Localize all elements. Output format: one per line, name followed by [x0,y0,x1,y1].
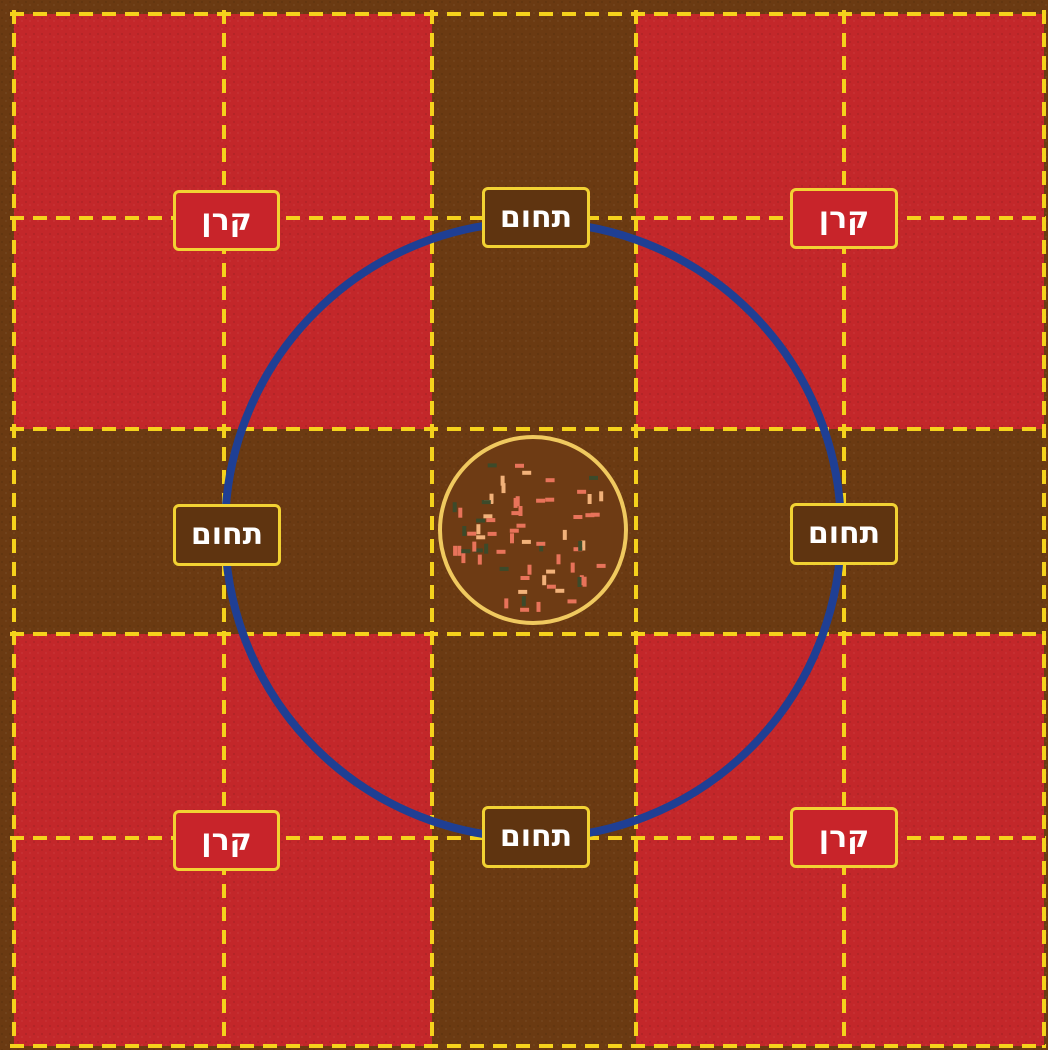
house-mark [521,576,530,580]
house-mark [537,602,541,612]
house-mark [476,535,485,539]
house-mark [453,502,457,512]
house-mark [522,471,531,475]
house-mark [478,555,482,565]
house-mark [546,478,555,482]
house-mark [573,515,582,519]
edge-label-bottom: תחום [482,806,590,868]
house-mark [467,532,476,536]
house-mark [504,598,508,608]
house-mark [546,570,555,574]
house-mark [482,500,491,504]
house-mark [486,518,495,522]
house-mark [453,546,457,556]
house-mark [571,563,575,573]
house-mark [545,498,554,502]
house-mark [588,494,592,504]
house-mark [461,553,465,563]
house-mark [510,533,514,543]
house-mark [488,532,497,536]
edge-label-top: תחום [482,187,590,248]
house-mark [502,483,506,493]
house-mark [563,530,567,540]
house-mark [577,490,586,494]
house-mark [542,575,546,585]
house-mark [476,519,485,523]
house-mark [536,499,545,503]
house-mark [500,567,509,571]
house-mark [517,524,526,528]
corner-label-top-left: קרן [173,190,280,251]
corner-label-bottom-right: קרן [790,807,898,868]
house-mark [528,565,532,575]
house-mark [547,585,556,589]
house-mark [484,544,488,554]
house-mark [472,542,476,552]
corner-label-bottom-left: קרן [173,810,280,871]
house-mark [557,554,561,564]
house-mark [522,596,526,606]
house-mark [589,476,598,480]
house-mark [578,577,582,587]
house-mark [457,546,461,556]
house-mark [514,498,518,508]
house-mark [515,464,524,468]
house-mark [597,564,606,568]
house-mark [536,542,545,546]
walled-city-icon [440,437,626,623]
house-mark [497,550,506,554]
house-mark [555,589,564,593]
house-mark [476,524,480,534]
house-mark [511,511,520,515]
corner-label-top-right: קרן [790,188,898,249]
house-mark [520,608,529,612]
house-mark [591,513,600,517]
house-mark [518,590,527,594]
house-mark [599,491,603,501]
edge-label-left: תחום [173,504,281,566]
house-mark [483,514,492,518]
edge-label-right: תחום [790,503,898,565]
house-mark [458,508,462,518]
house-mark [462,526,466,536]
house-mark [578,541,582,551]
house-mark [510,529,519,533]
house-mark [488,463,497,467]
house-mark [461,549,470,553]
house-mark [568,599,577,603]
house-mark [522,540,531,544]
